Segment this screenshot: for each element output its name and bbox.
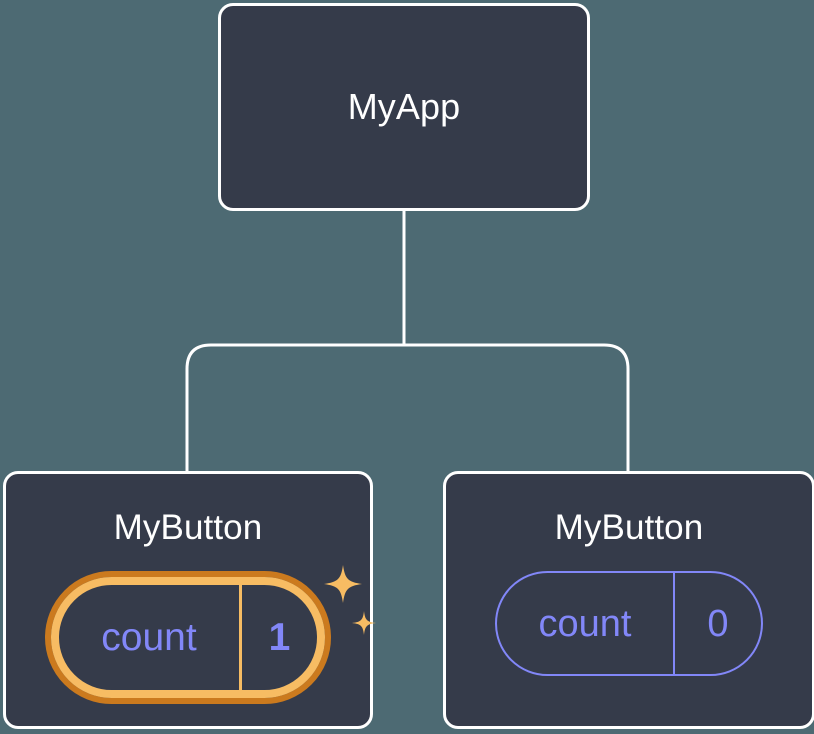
sparkle-icon (352, 611, 376, 635)
state-key-right: count (497, 573, 675, 674)
node-mybutton-right-label: MyButton (554, 508, 704, 547)
node-mybutton-left-label: MyButton (113, 508, 263, 547)
state-value-left: 1 (268, 616, 291, 659)
state-pill-inner-ring: count 1 (51, 577, 325, 698)
state-value-right: 0 (707, 602, 729, 645)
node-myapp-label: MyApp (347, 86, 461, 127)
state-pill-wrap-left: count 1 (45, 565, 376, 704)
state-pill-highlighted[interactable]: count 1 (45, 571, 331, 704)
state-key-left: count (59, 585, 242, 690)
state-pill-plain[interactable]: count 0 (495, 571, 763, 676)
connector-child-bus (185, 343, 630, 471)
node-mybutton-left[interactable]: MyButton count 1 (3, 471, 376, 729)
node-mybutton-right[interactable]: MyButton count 0 (443, 471, 814, 729)
state-pill-wrap-right: count 0 (495, 571, 763, 676)
node-myapp[interactable]: MyApp (218, 3, 590, 211)
sparkle-icon (324, 565, 362, 603)
